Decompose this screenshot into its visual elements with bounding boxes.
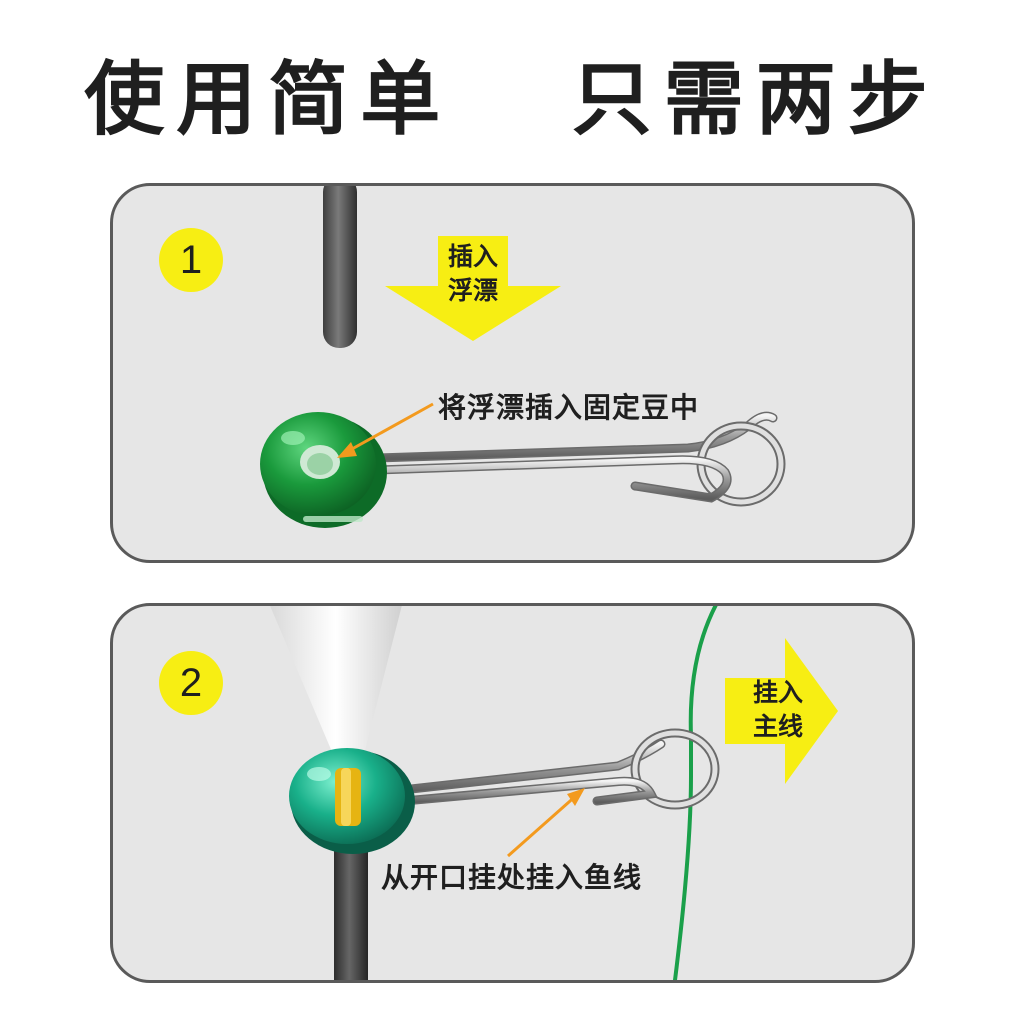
step-2-badge: 2 xyxy=(159,651,223,715)
step-1-callout: 将浮漂插入固定豆中 xyxy=(438,391,700,424)
hook-arrow xyxy=(725,638,838,784)
green-bead xyxy=(260,412,387,528)
float-stem xyxy=(334,821,368,980)
step-1-panel: 1 插入 浮漂 将浮漂插入固定豆中 xyxy=(110,183,915,563)
float-cone xyxy=(270,606,402,766)
step-2-arrow-label: 挂入 主线 xyxy=(738,676,818,744)
step-2-arrow-line-2: 主线 xyxy=(752,712,803,741)
step-2-callout: 从开口挂处挂入鱼线 xyxy=(381,861,643,894)
page-headline: 使用简单 只需两步 xyxy=(0,50,1024,150)
step-1-arrow-line-1: 插入 xyxy=(447,242,498,271)
float-rod xyxy=(323,186,357,348)
fishing-line xyxy=(673,606,718,980)
step-1-illustration xyxy=(260,186,786,528)
callout-arrow-2 xyxy=(507,788,585,858)
step-2-arrow-line-1: 挂入 xyxy=(752,678,803,707)
callout-arrow-1 xyxy=(337,402,434,458)
step-1-arrow-line-2: 浮漂 xyxy=(447,276,498,305)
wire-pin-2 xyxy=(388,728,720,810)
step-1-badge: 1 xyxy=(159,228,223,292)
insert-arrow xyxy=(385,236,561,341)
step-2-panel: 2 挂入 主线 从开口挂处挂入鱼线 xyxy=(110,603,915,983)
teal-bead xyxy=(289,748,415,854)
headline-left: 使用简单 xyxy=(84,53,453,146)
wire-pin xyxy=(373,411,786,507)
headline-right: 只需两步 xyxy=(571,53,940,146)
step-2-illustration xyxy=(270,606,838,980)
step-1-arrow-label: 插入 浮漂 xyxy=(433,240,513,308)
